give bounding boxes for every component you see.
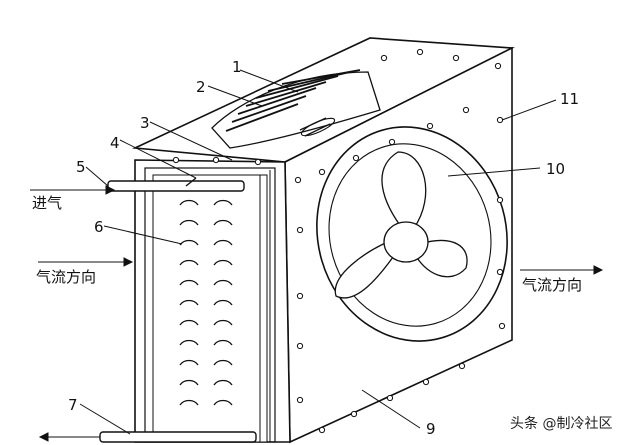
coil-box	[152, 174, 268, 443]
side-panel-bolts	[294, 48, 506, 434]
watermark-text: 头条 @制冷社区	[510, 415, 612, 432]
callout-4: 4	[110, 134, 120, 152]
callout-3: 3	[140, 114, 150, 132]
callout-6: 6	[94, 218, 104, 236]
top-bolts	[172, 156, 262, 166]
airflow-right-label: 气流方向	[522, 276, 582, 294]
callout-10: 10	[546, 160, 565, 178]
callout-11: 11	[560, 90, 579, 108]
airflow-left-label: 气流方向	[36, 268, 96, 286]
callout-5: 5	[76, 158, 86, 176]
outlet-pipe	[99, 431, 257, 443]
callout-7: 7	[68, 396, 78, 414]
inlet-label: 进气	[32, 194, 62, 212]
callout-9: 9	[426, 420, 436, 438]
callout-2: 2	[196, 78, 206, 96]
coil-tubes	[179, 199, 233, 406]
fan-assembly	[316, 126, 508, 342]
leader-lines	[30, 69, 604, 442]
fin-header	[211, 69, 381, 149]
callout-1: 1	[232, 58, 242, 76]
